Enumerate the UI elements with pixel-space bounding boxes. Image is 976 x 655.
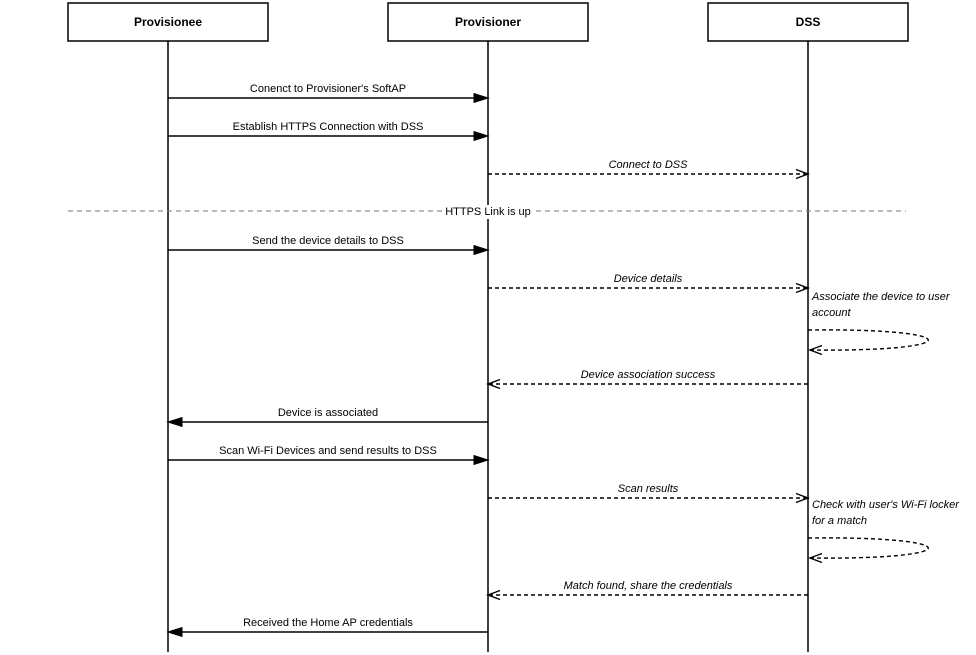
message-label-8: Device is associated <box>278 407 378 419</box>
message-label-6-line-1: account <box>812 307 851 319</box>
message-label-11-line-1: for a match <box>812 515 867 527</box>
actor-provisionee: Provisionee <box>67 2 269 42</box>
actor-box-dss <box>707 2 909 42</box>
arrowhead-13 <box>166 626 183 638</box>
divider-3: HTTPS Link is up <box>68 205 906 219</box>
message-label-5: Device details <box>614 273 683 285</box>
arrowhead-7 <box>486 378 501 390</box>
arrowhead-1 <box>473 130 490 142</box>
message-label-12: Match found, share the credentials <box>564 580 733 592</box>
message-11: Check with user's Wi-Fi locker for a matc… <box>807 499 960 564</box>
actor-box-provisionee <box>67 2 269 42</box>
arrowhead-10 <box>795 492 810 504</box>
actor-label-dss: DSS <box>796 15 821 29</box>
actor-label-provisionee: Provisionee <box>134 15 202 29</box>
arrowhead-4 <box>473 244 490 256</box>
message-1: Establish HTTPS Connection with DSS <box>168 121 490 142</box>
actor-provisioner: Provisioner <box>387 2 589 42</box>
message-2: Connect to DSS <box>488 159 810 180</box>
message-label-11-line-0: Check with user's Wi-Fi locker <box>812 499 960 511</box>
message-9: Scan Wi-Fi Devices and send results to D… <box>168 445 490 466</box>
message-label-4: Send the device details to DSS <box>252 235 404 247</box>
arrowhead-6 <box>808 344 823 356</box>
arrowhead-12 <box>486 589 501 601</box>
actor-box-provisioner <box>387 2 589 42</box>
arrowhead-5 <box>795 282 810 294</box>
message-4: Send the device details to DSS <box>168 235 490 256</box>
message-label-2: Connect to DSS <box>609 159 689 171</box>
self-message-loop-11 <box>807 537 929 559</box>
message-label-0: Conenct to Provisioner's SoftAP <box>250 83 406 95</box>
self-message-loop-6 <box>807 329 929 351</box>
message-6: Associate the device to user account <box>807 291 951 356</box>
actor-label-provisioner: Provisioner <box>455 15 521 29</box>
message-12: Match found, share the credentials <box>486 580 808 601</box>
message-0: Conenct to Provisioner's SoftAP <box>168 83 490 104</box>
message-label-7: Device association success <box>581 369 716 381</box>
divider-label-bg <box>442 205 534 219</box>
message-7: Device association success <box>486 369 808 390</box>
message-label-6-line-0: Associate the device to user <box>811 291 951 303</box>
message-label-10: Scan results <box>618 483 679 495</box>
message-label-1: Establish HTTPS Connection with DSS <box>233 121 424 133</box>
arrowhead-11 <box>808 552 823 564</box>
arrowhead-2 <box>795 168 810 180</box>
arrowhead-8 <box>166 416 183 428</box>
arrowhead-9 <box>473 454 490 466</box>
actor-dss: DSS <box>707 2 909 42</box>
message-label-9: Scan Wi-Fi Devices and send results to D… <box>219 445 437 457</box>
divider-label: HTTPS Link is up <box>445 206 531 218</box>
message-13: Received the Home AP credentials <box>166 617 488 638</box>
message-8: Device is associated <box>166 407 488 428</box>
message-10: Scan results <box>488 483 810 504</box>
message-label-13: Received the Home AP credentials <box>243 617 413 629</box>
arrowhead-0 <box>473 92 490 104</box>
message-5: Device details <box>488 273 810 294</box>
